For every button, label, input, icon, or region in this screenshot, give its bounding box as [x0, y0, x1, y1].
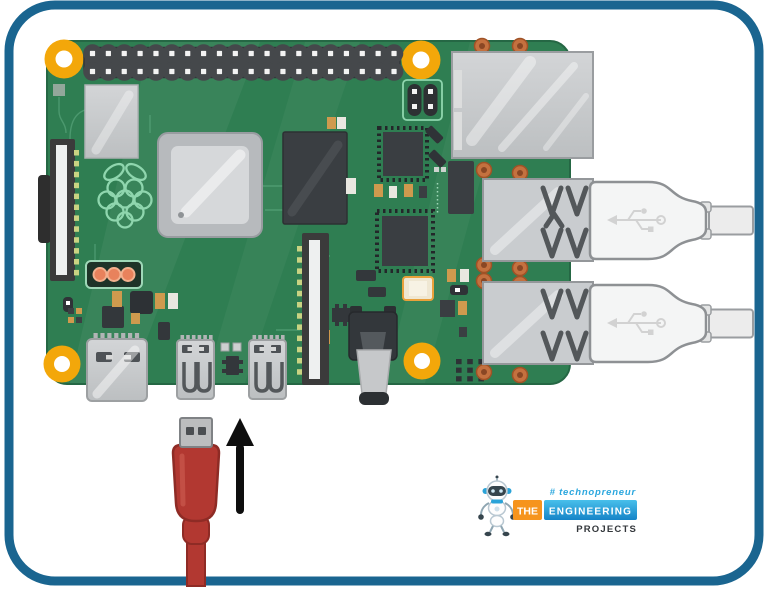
- brand-the-box: [513, 500, 542, 520]
- poe-header: [402, 79, 443, 121]
- brand-logo: # technopreneur THE ENGINEERING PROJECTS: [478, 475, 637, 537]
- brand-engineering-box: [544, 500, 637, 520]
- crystal-oscillator: [402, 276, 434, 301]
- run-header: [85, 260, 143, 289]
- red-plug-metal-tip: [179, 417, 213, 448]
- usb-port-1: [482, 178, 594, 262]
- dsi-teeth: [74, 150, 79, 276]
- usb-port-2: [482, 281, 594, 365]
- hdmi1-teeth: [252, 335, 285, 341]
- frame-border: [4, 0, 764, 586]
- mounting-hole-top-left: [44, 39, 84, 79]
- micro-hdmi-port-0: [176, 335, 215, 400]
- csi-teeth: [297, 246, 302, 375]
- ram-chip: [282, 131, 348, 225]
- brand-engineering: ENGINEERING: [549, 507, 632, 518]
- audio-jack: [348, 306, 398, 405]
- ethernet-sheen: [466, 56, 589, 152]
- usb-cable-2: [708, 308, 754, 339]
- usbc-teeth: [93, 333, 140, 340]
- usb-c-power-port: [86, 333, 148, 402]
- brand-the: THE: [517, 506, 538, 518]
- usb-plug-1: [588, 180, 754, 261]
- red-cable-plug: [171, 417, 221, 587]
- wifi-module: [53, 84, 139, 159]
- hdmi0-teeth: [180, 335, 213, 341]
- power-chip: [448, 161, 474, 214]
- robot-icon: [478, 475, 516, 537]
- dsi-display-connector: [38, 139, 79, 281]
- micro-hdmi-port-1: [248, 335, 287, 400]
- ethernet-port: [451, 51, 594, 159]
- insert-direction-arrow: [226, 418, 254, 514]
- pi-board: [38, 37, 594, 405]
- brand-projects: PROJECTS: [576, 524, 637, 535]
- usb-plug-2: [588, 283, 754, 364]
- usb-trident-icon: [607, 311, 666, 335]
- csi-camera-connector: [297, 233, 329, 385]
- gpio-pins: [83, 44, 404, 81]
- mounting-hole-bottom-right: [403, 342, 441, 380]
- red-cable: [186, 537, 206, 587]
- usb-trident-icon: [607, 208, 666, 232]
- mounting-holes: [43, 39, 441, 383]
- passive-components: [63, 117, 484, 382]
- through-hole-pads: [473, 37, 529, 384]
- mounting-hole-bottom-left: [43, 345, 81, 383]
- ethernet-controller-chip: [375, 209, 435, 273]
- usb-controller-chip: [377, 126, 429, 182]
- brand-tagline: # technopreneur: [550, 487, 637, 498]
- cpu-chip: [157, 132, 263, 238]
- mounting-hole-top-right: [401, 40, 441, 80]
- usb-cable-1: [708, 205, 754, 236]
- gpio-header: [83, 44, 404, 81]
- raspberry-pi-logo: [97, 162, 153, 229]
- inductors: [425, 125, 447, 168]
- smd-between-hdmi: [220, 342, 243, 375]
